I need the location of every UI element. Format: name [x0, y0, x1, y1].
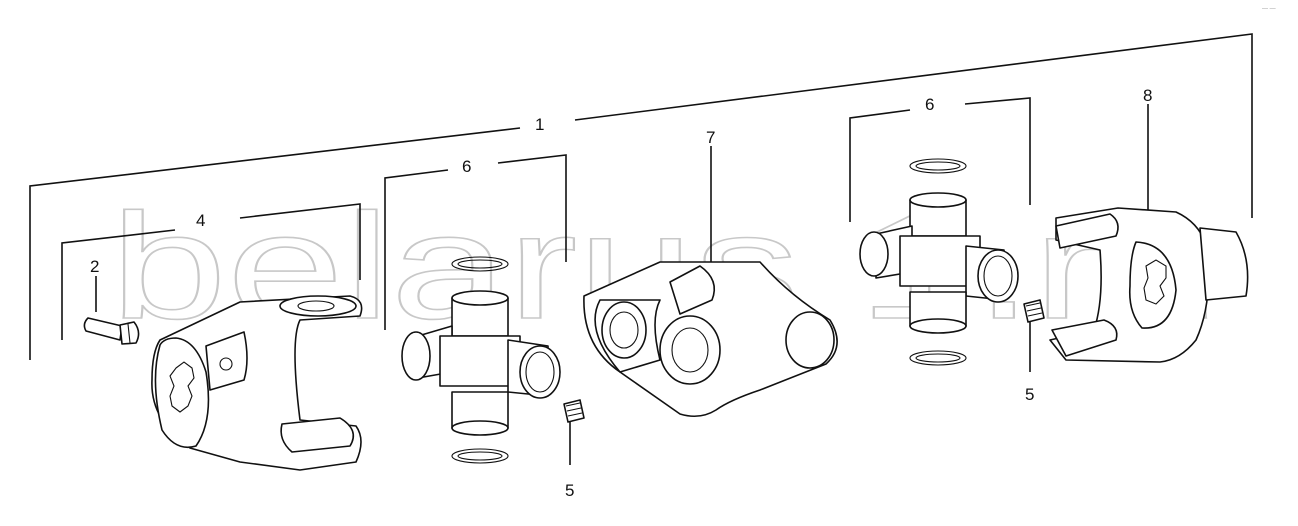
callout-6-left: 6	[462, 157, 471, 176]
callout-5-right: 5	[1025, 385, 1034, 404]
callout-1: 1	[535, 115, 544, 134]
bolt-part-2	[83, 317, 140, 345]
leader-lines	[29, 33, 1253, 465]
corner-mark: — —	[1262, 6, 1276, 12]
universal-joint-cross-part-6-left	[401, 256, 561, 464]
callout-7: 7	[706, 128, 715, 147]
callout-4: 4	[196, 211, 205, 230]
grease-fitting-part-5-right	[1023, 299, 1045, 323]
callout-5-left: 5	[565, 481, 574, 500]
center-yoke-part-7	[583, 261, 838, 418]
callout-8: 8	[1143, 86, 1152, 105]
universal-joint-cross-part-6-right	[859, 158, 1019, 366]
callout-2: 2	[90, 257, 99, 276]
callout-6-right: 6	[925, 95, 934, 114]
splined-yoke-part-8	[1049, 207, 1249, 363]
grease-fitting-part-5-left	[563, 399, 585, 423]
splined-yoke-part-4	[151, 295, 363, 471]
